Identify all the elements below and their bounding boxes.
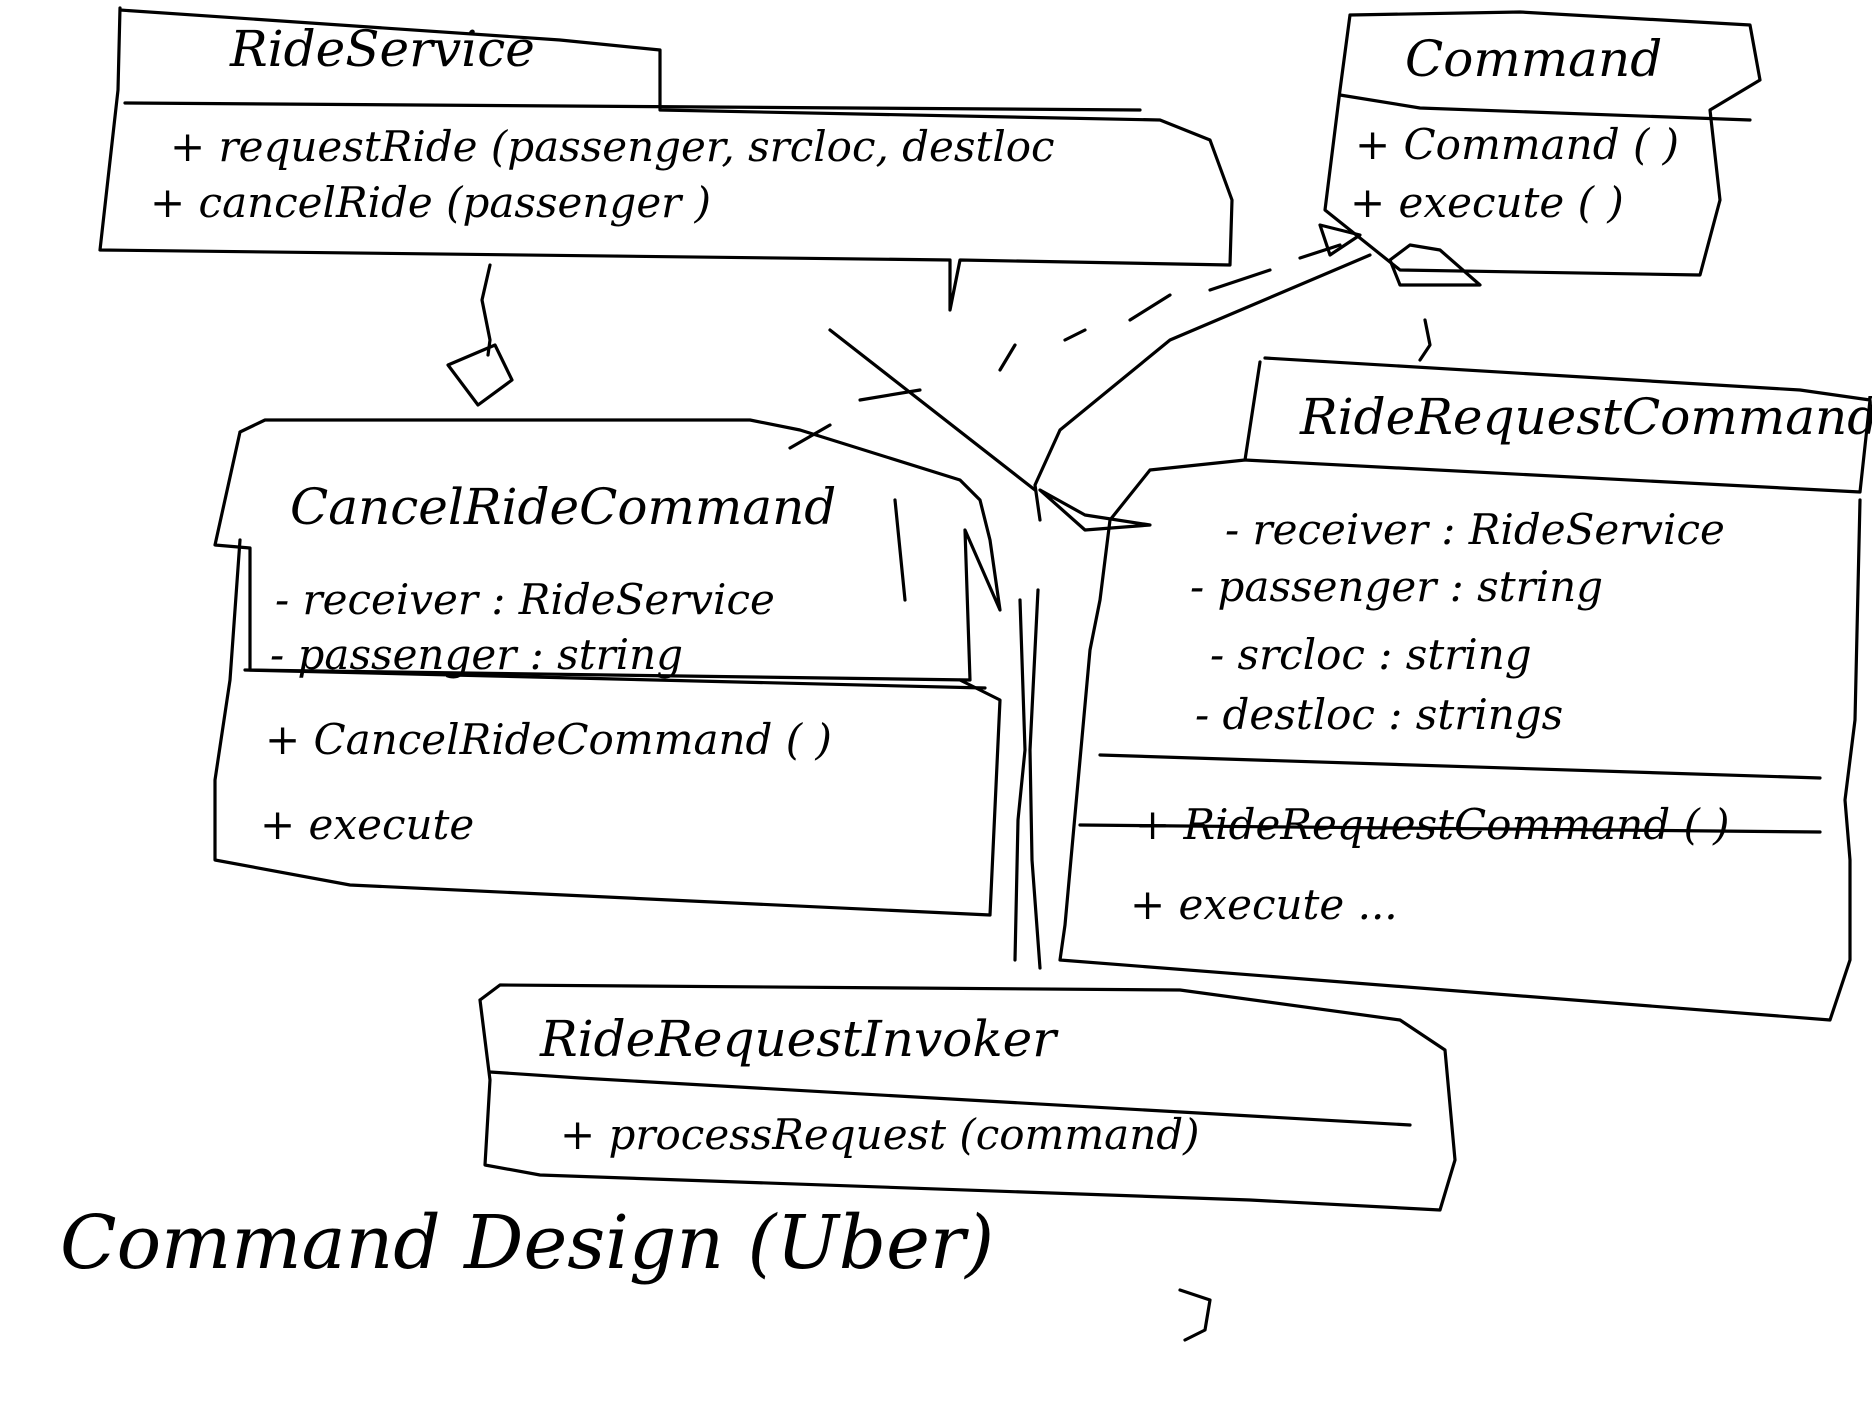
ride-request-body [1058,458,1862,1022]
ride-request-method-1: + RideRequestCommand ( ) [1135,800,1730,849]
ride-request-invoker-member-1: + processRequest (command) [560,1110,1200,1159]
ride-request-invoker-name: RideRequestInvoker [540,1010,1057,1068]
ride-service-box [98,6,1234,312]
realization-dashed-4 [1063,328,1087,342]
command-member-2: + execute ( ) [1350,178,1624,227]
cancel-ride-attribute-2: - passenger : string [270,630,684,679]
diagram-caption: Command Design (Uber) [60,1200,995,1286]
realization-dashed-7 [1298,243,1342,260]
invoker-link-right [1028,588,1042,970]
ride-request-divider [1098,753,1822,780]
ride-request-attribute-3: - srcloc : string [1210,630,1532,679]
ride-request-header [1243,356,1872,494]
request-to-command-line [1418,318,1432,362]
cancel-ride-command-name: CancelRideCommand [290,478,837,536]
ride-service-divider [123,101,1142,112]
cancel-ride-method-1: + CancelRideCommand ( ) [265,715,832,764]
realization-arrow-head [1318,223,1362,257]
ride-service-member-1: + requestRide (passenger, srcloc, destlo… [170,122,1055,171]
association-line [828,328,1037,492]
command-box [1323,10,1762,277]
caption-paren [1178,1288,1212,1342]
invoker-link-left [1013,598,1027,962]
composition-diamond [446,343,514,407]
cancel-ride-attribute-1: - receiver : RideService [275,575,775,624]
command-member-1: + Command ( ) [1355,120,1680,169]
cancel-ride-box-body [213,538,1002,917]
ride-request-attribute-2: - passenger : string [1190,562,1604,611]
realization-dashed-1 [788,423,832,450]
realization-line [1033,253,1372,522]
realization-dashed-6 [1208,268,1272,292]
ride-request-attribute-1: - receiver : RideService [1225,505,1725,554]
ride-service-member-2: + cancelRide (passenger ) [150,178,711,227]
invoker-box [478,983,1457,1212]
ride-request-method-2: + execute ... [1130,880,1398,929]
realization-dashed-3 [998,343,1017,372]
realization-dashed-5 [1128,293,1172,322]
command-name: Command [1405,30,1663,88]
ride-request-command-name: RideRequestCommand [1300,388,1872,446]
composition-line [480,263,492,357]
cancel-ride-method-2: + execute [260,800,475,849]
ride-service-name: RideService [230,20,535,78]
cancel-ride-divider [243,668,987,690]
command-divider [1338,93,1752,122]
cancel-ride-box-header [213,418,1002,682]
association-diamond [1038,488,1152,532]
invoker-divider [488,1070,1412,1127]
ride-request-attribute-4: - destloc : strings [1195,690,1564,739]
realization-triangle [1388,243,1482,287]
ride-request-divider-2 [1078,823,1822,834]
cancel-ride-bracket [893,498,907,602]
